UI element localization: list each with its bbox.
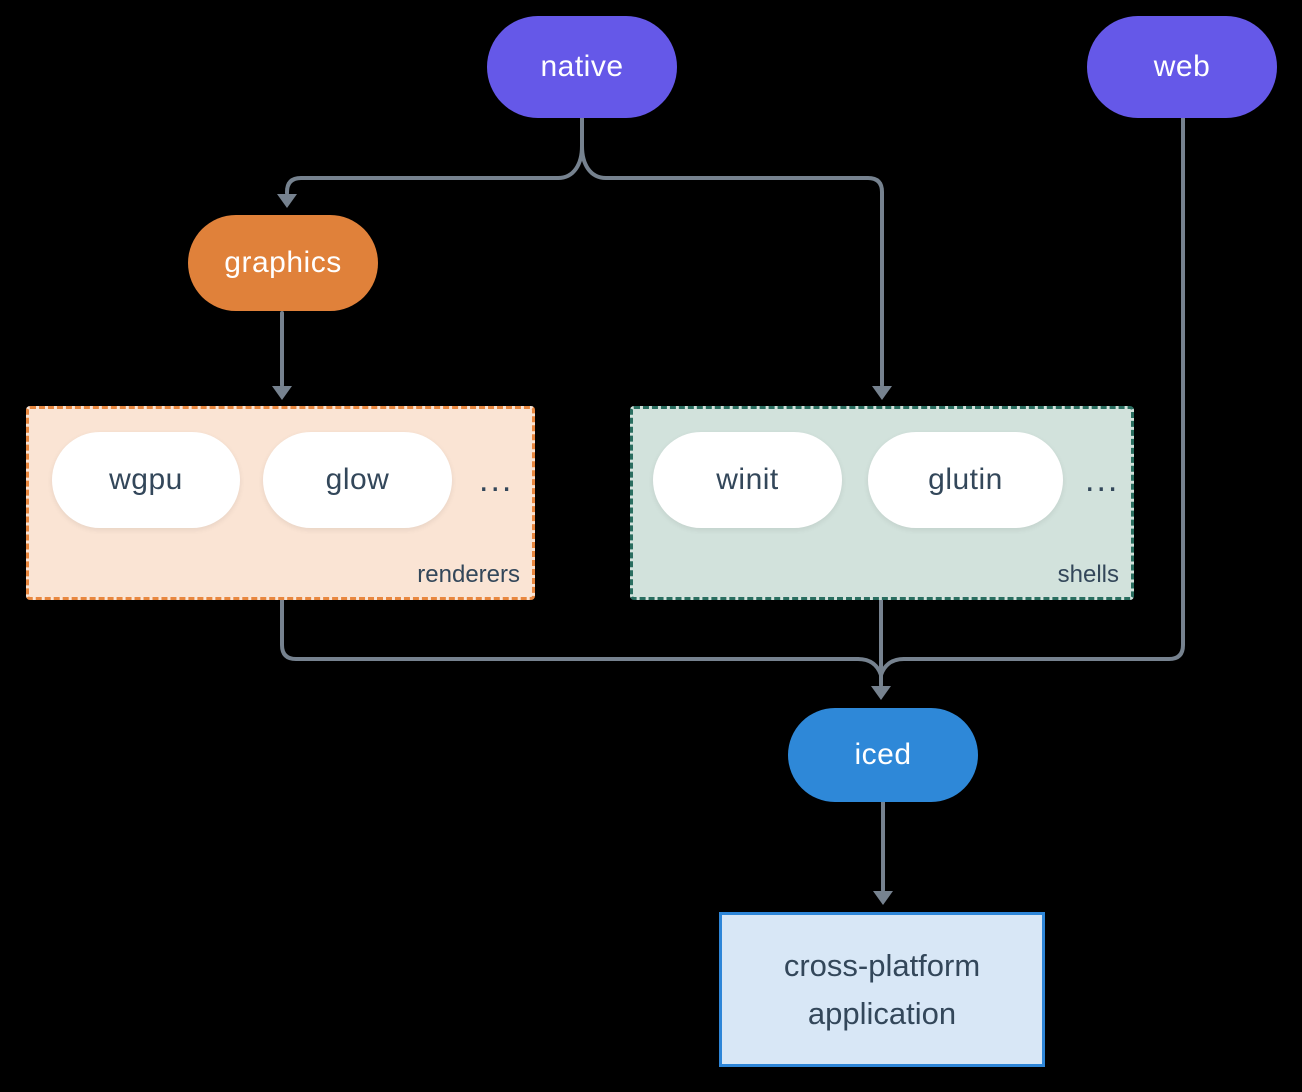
node-web-label: web — [1153, 50, 1211, 83]
node-glutin-label: glutin — [928, 463, 1003, 496]
node-glow-label: glow — [325, 463, 390, 496]
application-label-line1: cross-platform — [783, 947, 981, 983]
node-glutin: glutin — [868, 432, 1063, 528]
node-native: native — [487, 16, 677, 118]
group-shells: winit glutin ... shells — [630, 406, 1134, 600]
node-glow: glow — [263, 432, 452, 528]
arrowhead-shells — [872, 386, 892, 400]
shells-ellipsis: ... — [1085, 461, 1120, 499]
node-wgpu: wgpu — [52, 432, 240, 528]
edge-renderers-to-junction — [280, 598, 860, 661]
edge-native-fork-left-flare — [556, 144, 584, 180]
node-winit-label: winit — [716, 463, 779, 496]
edge-native-fork-right-flare — [580, 144, 608, 180]
edge-native-to-graphics — [285, 176, 560, 195]
group-renderers-label: renderers — [417, 561, 520, 588]
node-graphics-label: graphics — [224, 246, 342, 279]
node-iced-label: iced — [854, 738, 912, 771]
node-native-label: native — [540, 50, 624, 83]
group-shells-label: shells — [1057, 561, 1119, 588]
arrowhead-application — [873, 891, 893, 905]
edge-junction-right-flare — [879, 657, 906, 677]
edge-web-to-junction — [902, 116, 1185, 661]
arrowhead-graphics — [277, 194, 297, 208]
node-iced: iced — [788, 708, 978, 802]
node-web: web — [1087, 16, 1277, 118]
node-graphics: graphics — [188, 215, 378, 311]
node-winit: winit — [653, 432, 842, 528]
edge-native-to-shells — [604, 176, 884, 387]
arrowhead-iced — [871, 686, 891, 700]
application-label-line2: application — [807, 995, 957, 1031]
group-renderers: wgpu glow ... renderers — [26, 406, 535, 600]
arrowhead-renderers — [272, 386, 292, 400]
node-wgpu-label: wgpu — [109, 463, 183, 496]
edge-junction-left-flare — [856, 657, 883, 677]
node-cross-platform-application: cross-platform application — [719, 912, 1045, 1067]
renderers-ellipsis: ... — [479, 461, 514, 499]
